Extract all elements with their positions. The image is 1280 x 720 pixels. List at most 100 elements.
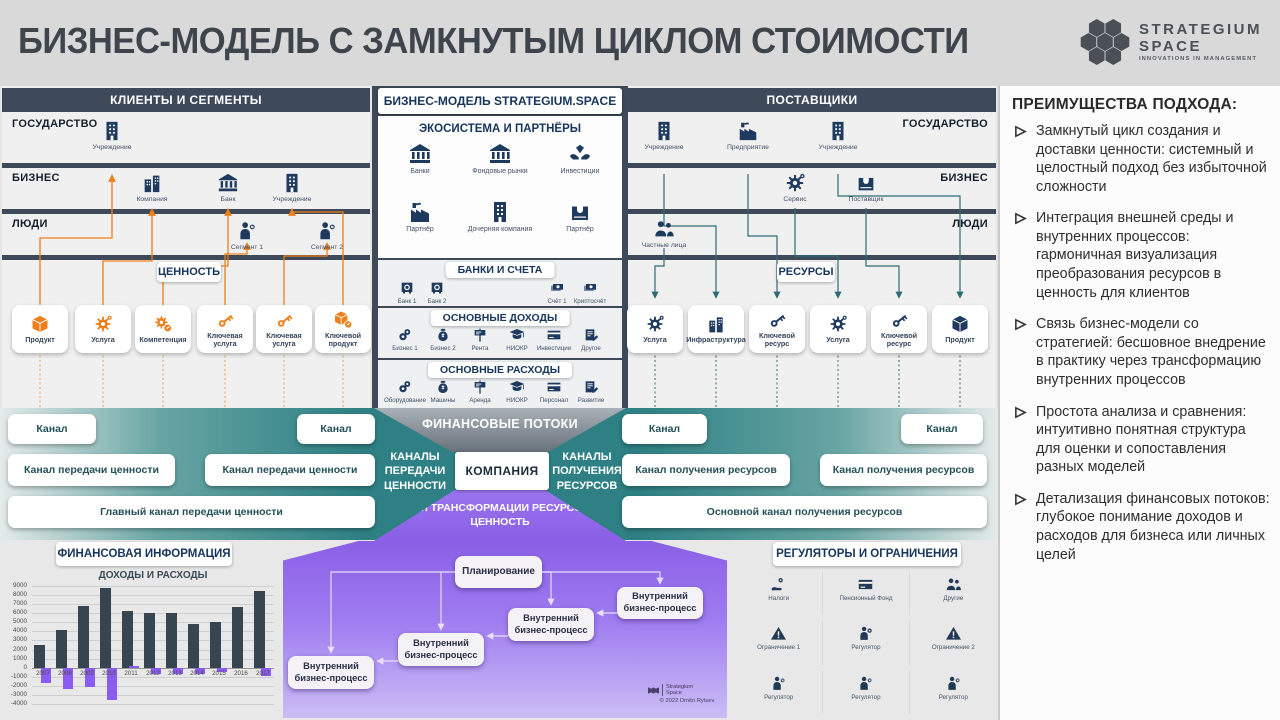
income-item[interactable]: Бизнес 1 — [383, 327, 427, 352]
resource-card[interactable]: Услуга — [810, 305, 866, 353]
value-card[interactable]: Ключевая услуга — [197, 305, 253, 353]
regulator-item[interactable]: Налоги — [735, 572, 822, 615]
income-item[interactable]: Другое — [569, 327, 613, 352]
building-icon — [659, 122, 670, 140]
expense-bar — [63, 667, 74, 690]
resource-card[interactable]: Услуга — [627, 305, 683, 353]
suppliers-row-people: ЛЮДИ Частные лица — [628, 214, 996, 255]
regulator-item[interactable]: Регулятор — [735, 671, 822, 714]
process-box[interactable]: Внутренний бизнес-процесс — [508, 608, 594, 641]
bank-item[interactable]: Банк 2 — [415, 280, 459, 305]
process-box[interactable]: Внутренний бизнес-процесс — [617, 587, 703, 619]
supplier-item[interactable]: Поставщик — [830, 172, 902, 204]
y-tick-label: -2000 — [10, 681, 27, 689]
channel-box[interactable]: Канал получения ресурсов — [820, 454, 987, 486]
ecosystem-item[interactable]: Дочерняя компания — [460, 200, 540, 234]
resource-card[interactable]: Ключевой ресурс — [871, 305, 927, 353]
expense-item[interactable]: Развитие — [569, 379, 613, 404]
client-item[interactable]: Сегмент 2 — [291, 220, 363, 252]
value-card[interactable]: Услуга — [75, 305, 131, 353]
x-tick-label: 2012 — [146, 669, 160, 677]
clients-header: КЛИЕНТЫ И СЕГМЕНТЫ — [2, 88, 370, 112]
planning-box[interactable]: Планирование — [455, 556, 542, 588]
income-bar — [254, 591, 266, 668]
client-item[interactable]: Учреждение — [256, 172, 328, 204]
expense-item[interactable]: Оборудование — [383, 379, 427, 404]
expense-item[interactable]: НИОКР — [495, 379, 539, 404]
expense-item[interactable]: Аренда — [458, 379, 502, 404]
supplier-item[interactable]: Учреждение — [628, 120, 700, 152]
ecosystem-item[interactable]: Партнёр — [380, 200, 460, 234]
expense-item[interactable]: Персонал — [532, 379, 576, 404]
y-tick-label: 7000 — [12, 600, 27, 608]
value-card[interactable]: Ключевой продукт — [315, 305, 371, 353]
resource-card[interactable]: Инфраструктура — [686, 305, 746, 353]
channel-box[interactable]: Канал получения ресурсов — [622, 454, 790, 486]
income-item[interactable]: Рента — [458, 327, 502, 352]
income-item[interactable]: НИОКР — [495, 327, 539, 352]
building-icon — [107, 122, 118, 140]
channel-box[interactable]: Канал — [8, 414, 96, 444]
regulator-item[interactable]: Ограничение 1 — [735, 621, 822, 664]
x-tick-label: 2007 — [36, 669, 50, 677]
model-header: БИЗНЕС-МОДЕЛЬ STRATEGIUM.SPACE — [378, 88, 622, 114]
regulator-item[interactable]: Пенсионный Фонд — [822, 572, 910, 616]
regulator-item[interactable]: Регулятор — [910, 671, 997, 714]
ecosystem-item[interactable]: Фондовые рынки — [460, 142, 540, 176]
bank-icon — [410, 144, 430, 163]
bank-item[interactable]: Криптосчёт — [568, 280, 612, 305]
y-tick-label: 9000 — [12, 582, 27, 589]
credit-brand1: Strategium — [666, 684, 694, 690]
value-channels-label: КАНАЛЫ ПЕРЕДАЧИ ЦЕННОСТИ — [383, 451, 447, 492]
channel-box[interactable]: Канал — [901, 414, 983, 444]
process-box[interactable]: Внутренний бизнес-процесс — [398, 633, 484, 666]
supplier-item[interactable]: Частные лица — [628, 218, 700, 250]
regulator-item[interactable]: Регулятор — [822, 621, 910, 665]
income-item[interactable]: Инвестиции — [532, 327, 576, 352]
channel-box[interactable]: Основной канал получения ресурсов — [622, 496, 987, 528]
client-item[interactable]: Компания — [116, 172, 188, 204]
client-item[interactable]: Учреждение — [76, 120, 148, 152]
banks-title: БАНКИ И СЧЕТА — [445, 262, 555, 278]
bank-item[interactable]: Счёт 1 — [535, 280, 579, 305]
channel-box[interactable]: Канал — [622, 414, 707, 444]
arrowhead-bullet-icon — [1015, 406, 1027, 418]
channel-box[interactable]: Канал передачи ценности — [205, 454, 375, 486]
regulator-item[interactable]: Ограничение 2 — [910, 621, 997, 664]
bank-item[interactable]: Банк 1 — [385, 280, 429, 305]
supplier-item[interactable]: Сервис — [759, 172, 831, 204]
financial-info-title: ФИНАНСОВАЯ ИНФОРМАЦИЯ — [56, 542, 232, 566]
client-item[interactable]: Банк — [192, 172, 264, 204]
arrowhead-bullet-icon — [1015, 318, 1027, 331]
supplier-item[interactable]: Учреждение — [802, 120, 874, 152]
row-label: ГОСУДАРСТВО — [902, 118, 988, 130]
supplier-item[interactable]: Предприятие — [712, 120, 784, 152]
row-separator — [2, 255, 370, 260]
value-card[interactable]: Продукт — [12, 305, 68, 353]
warning-icon — [946, 627, 961, 640]
client-item[interactable]: Сегмент 1 — [211, 220, 283, 252]
company-box[interactable]: КОМПАНИЯ — [455, 452, 549, 490]
income-bar — [100, 587, 112, 668]
ecosystem-item[interactable]: Партнёр — [540, 200, 620, 234]
resource-card[interactable]: Ключевой ресурс — [749, 305, 805, 353]
regulator-item[interactable]: Регулятор — [822, 670, 910, 714]
channel-box[interactable]: Канал передачи ценности — [8, 454, 175, 486]
ecosystem-item[interactable]: Инвестиции — [540, 142, 620, 176]
regulator-item[interactable]: Другие — [910, 572, 997, 615]
channel-box[interactable]: Канал — [297, 414, 375, 444]
expense-item[interactable]: Машины — [421, 379, 465, 404]
credit-brand2: Space — [666, 690, 682, 697]
chart-title: ДОХОДЫ И РАСХОДЫ — [98, 570, 208, 581]
value-card[interactable]: Компетенция — [135, 305, 191, 353]
resource-card[interactable]: Продукт — [932, 305, 988, 353]
ecosystem-item[interactable]: Банки — [380, 142, 460, 176]
income-item[interactable]: Бизнес 2 — [421, 327, 465, 352]
advantage-bullet: Интеграция внешней среды и внутренних пр… — [1014, 209, 1272, 302]
value-card[interactable]: Ключевая услуга — [256, 305, 312, 353]
process-box[interactable]: Внутренний бизнес-процесс — [288, 656, 374, 689]
channel-box[interactable]: Главный канал передачи ценности — [8, 496, 375, 528]
